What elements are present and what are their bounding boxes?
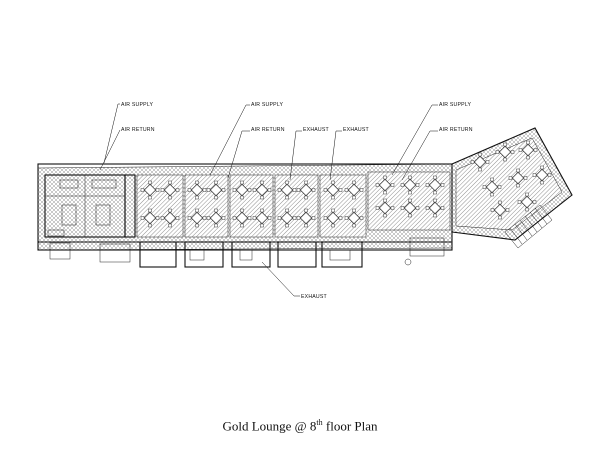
caption-sup: th	[316, 418, 323, 427]
caption-rest: floor Plan	[322, 418, 378, 434]
service-rooms	[49, 237, 445, 268]
label-air-return-right: AIR RETURN	[439, 127, 473, 133]
label-exhaust-bottom: EXHAUST	[301, 294, 328, 300]
label-air-return-left: AIR RETURN	[121, 127, 155, 133]
label-air-supply-left: AIR SUPPLY	[121, 102, 154, 108]
annotations: AIR SUPPLY AIR RETURN AIR SUPPLY AIR RET…	[121, 102, 473, 300]
label-exhaust-center: EXHAUST	[303, 127, 330, 133]
office-zone	[44, 174, 136, 238]
label-air-supply-right: AIR SUPPLY	[439, 102, 472, 108]
leader-lines	[99, 103, 438, 297]
label-air-supply-center: AIR SUPPLY	[251, 102, 284, 108]
label-air-return-center: AIR RETURN	[251, 127, 285, 133]
dining-rooms	[136, 137, 563, 238]
staircase	[504, 204, 553, 249]
plan-caption: Gold Lounge @ 8th floor Plan	[0, 418, 600, 434]
label-exhaust-right: EXHAUST	[343, 127, 370, 133]
caption-main: Gold Lounge @ 8	[222, 418, 317, 434]
